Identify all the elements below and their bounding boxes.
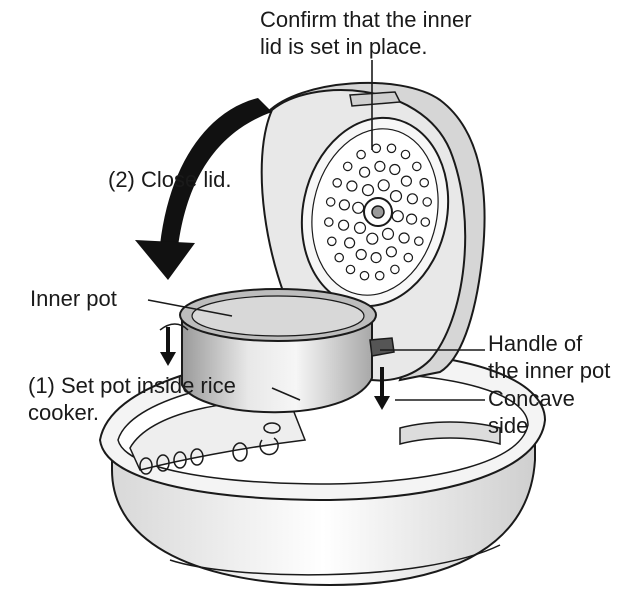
steam-hole <box>398 232 410 244</box>
steam-hole <box>326 236 337 247</box>
label-close-lid: (2) Close lid. <box>108 167 232 192</box>
steam-hole <box>334 252 344 263</box>
label-set-pot-line-1: (1) Set pot inside rice <box>28 373 236 398</box>
label-handle-line-1: Handle of <box>488 331 583 356</box>
steam-hole <box>400 175 412 187</box>
steam-hole <box>356 149 366 160</box>
steam-hole <box>370 252 382 264</box>
label-handle-of-inner-pot: Handle of the inner pot <box>488 330 610 384</box>
leader-lines <box>147 60 485 401</box>
steam-hole <box>411 161 422 172</box>
steam-hole <box>385 246 397 258</box>
label-set-pot-line-2: cooker. <box>28 400 99 425</box>
steam-hole <box>390 264 400 275</box>
label-confirm-line-1: Confirm that the inner <box>260 7 472 32</box>
label-concave-side: Concave side <box>488 385 575 439</box>
steam-hole <box>403 252 414 263</box>
steam-hole <box>400 149 411 160</box>
steam-hole <box>338 219 350 231</box>
steam-hole <box>359 270 370 281</box>
cooker-lid <box>260 81 486 382</box>
steam-hole <box>413 236 424 246</box>
steam-hole <box>353 221 367 234</box>
steam-hole <box>420 217 431 227</box>
steam-hole <box>355 248 367 261</box>
steam-hole <box>359 166 371 178</box>
steam-hole <box>342 161 353 172</box>
steam-hole <box>389 190 403 203</box>
steam-hole <box>381 227 395 240</box>
label-concave-line-2: side <box>488 413 529 438</box>
label-handle-line-2: the inner pot <box>488 358 611 383</box>
label-set-pot: (1) Set pot inside rice cooker. <box>28 372 236 426</box>
steam-hole <box>332 178 342 188</box>
steam-hole <box>406 193 418 205</box>
steam-holes <box>323 143 432 281</box>
steam-hole <box>419 177 429 188</box>
leader-set-pot <box>271 387 301 401</box>
steam-hole <box>323 217 334 227</box>
steam-hole <box>344 237 356 249</box>
label-confirm-inner-lid: Confirm that the inner lid is set in pla… <box>260 6 472 60</box>
steam-hole <box>374 270 385 281</box>
steam-hole <box>325 197 336 207</box>
label-inner-pot: Inner pot <box>30 286 117 311</box>
leader-inner-pot <box>147 299 233 317</box>
steam-hole <box>366 232 379 245</box>
inner-pot <box>159 288 395 414</box>
steam-hole <box>386 143 397 154</box>
steam-hole <box>338 199 350 211</box>
steam-hole <box>345 264 356 275</box>
label-concave-line-1: Concave <box>488 386 575 411</box>
steam-hole <box>374 160 386 172</box>
steam-hole <box>389 163 401 176</box>
down-arrows <box>160 327 390 410</box>
steam-hole <box>361 184 375 197</box>
control-buttons <box>139 422 281 475</box>
steam-hole <box>377 179 390 192</box>
close-lid-arrow <box>135 98 272 280</box>
steam-hole <box>346 180 358 192</box>
steam-hole <box>422 197 432 207</box>
label-confirm-line-2: lid is set in place. <box>260 34 428 59</box>
steam-hole <box>406 213 418 225</box>
